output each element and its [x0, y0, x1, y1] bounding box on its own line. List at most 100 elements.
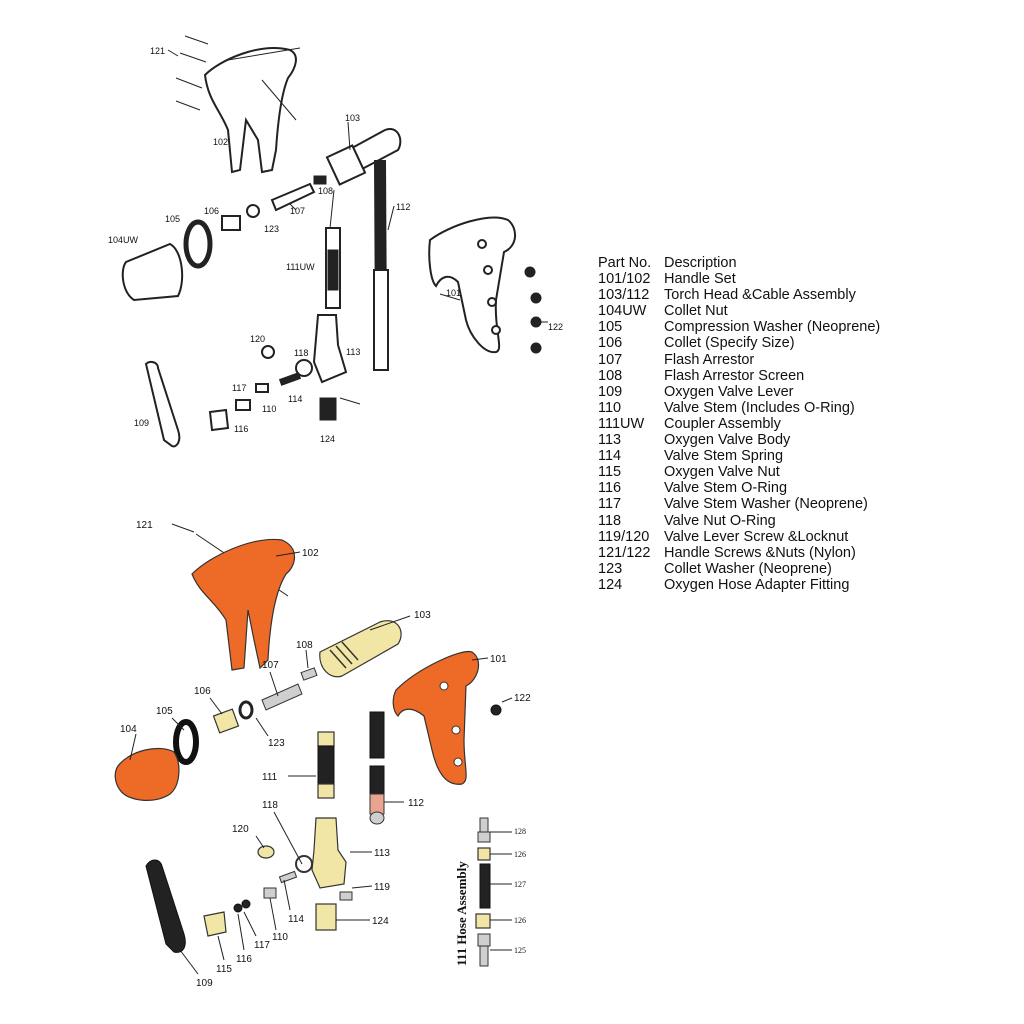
collet-106 [212, 708, 240, 734]
callout-103-top: 103 [345, 113, 360, 123]
callout-128: 128 [514, 827, 526, 836]
callout-102-top: 102 [213, 137, 228, 147]
part-description: Valve Lever Screw &Locknut [664, 528, 849, 545]
callout-121-top: 121 [150, 46, 165, 56]
parts-table-row: 109 Oxygen Valve Lever [598, 384, 998, 400]
callout-120: 120 [232, 824, 249, 835]
callout-118-top: 118 [294, 348, 308, 358]
callout-106-top: 106 [204, 206, 219, 216]
callout-104uw-top: 104UW [108, 235, 139, 245]
callout-114-top: 114 [288, 394, 302, 404]
hose-assembly-title: 111 Hose Assembly [454, 861, 469, 966]
handle-101-outline [428, 216, 516, 354]
part-number: 109 [598, 383, 623, 400]
part-number: 103/112 [598, 287, 650, 304]
callout-113: 113 [374, 848, 390, 859]
handle-nut-122 [490, 704, 502, 716]
part-description: Coupler Assembly [664, 415, 781, 432]
callout-121: 121 [136, 520, 153, 531]
handle-screws-121 [175, 35, 209, 111]
part-description: Valve Stem Washer (Neoprene) [664, 496, 868, 513]
callout-110-top: 110 [262, 404, 276, 414]
part-description: Valve Stem Spring [664, 448, 784, 465]
callout-126-lower: 126 [514, 916, 526, 925]
handle-101 [392, 650, 480, 785]
part-description: Collet Washer (Neoprene) [664, 560, 832, 577]
callout-112-top: 112 [396, 202, 410, 212]
part-description: Oxygen Hose Adapter Fitting [664, 576, 850, 593]
part-number: 115 [598, 464, 622, 481]
callout-114: 114 [288, 914, 304, 925]
callout-123-top: 123 [264, 224, 279, 234]
parts-table-row: 121/122 Handle Screws &Nuts (Nylon) [598, 545, 998, 561]
callout-117: 117 [254, 940, 270, 951]
callout-116: 116 [236, 954, 252, 965]
callout-106: 106 [194, 686, 211, 697]
callout-111: 111 [262, 772, 278, 783]
callout-101-top: 101 [446, 288, 461, 298]
part-number: 110 [598, 399, 622, 416]
callout-117-top: 117 [232, 383, 246, 393]
part-description: Flash Arrestor Screen [664, 367, 805, 384]
part-number: 101/102 [598, 271, 651, 288]
part-number: 111UW [598, 415, 645, 432]
valve-body-113 [312, 314, 348, 384]
callout-126-upper: 126 [514, 850, 526, 859]
collet-nut-104uw [121, 242, 184, 302]
part-description: Oxygen Valve Body [664, 432, 791, 449]
hose-adapter-124 [315, 903, 337, 931]
part-number: 118 [598, 512, 622, 529]
bottom-exploded-view: 121 102 103 108 107 101 106 122 105 123 … [114, 520, 531, 989]
callout-109-top: 109 [134, 418, 149, 428]
header-description: Description [664, 255, 737, 271]
hose-assembly-111: 111 Hose Assembly 128 126 127 126 125 [454, 817, 526, 967]
part-description: Collet (Specify Size) [664, 335, 795, 352]
top-exploded-view: 121 102 103 108 107 112 106 123 105 104U… [108, 35, 563, 448]
part-number: 121/122 [598, 544, 651, 561]
callout-110: 110 [272, 932, 288, 943]
part-number: 113 [598, 432, 622, 449]
handle-nuts-122 [524, 266, 542, 354]
part-number: 108 [598, 367, 623, 384]
part-number: 105 [598, 319, 623, 336]
part-description: Handle Screws &Nuts (Nylon) [664, 544, 856, 561]
part-description: Oxygen Valve Lever [664, 383, 794, 400]
parts-table-row: 111UW Coupler Assembly [598, 416, 998, 432]
callout-122-top: 122 [548, 322, 563, 332]
callout-103: 103 [414, 610, 431, 621]
oxygen-valve-lever-109 [144, 360, 181, 448]
oxygen-valve-lever-109 [145, 859, 186, 953]
callout-118: 118 [262, 800, 278, 811]
valve-body-113 [311, 817, 347, 889]
callout-101: 101 [490, 654, 507, 665]
callout-124-top: 124 [320, 434, 335, 444]
parts-table-row: 113 Oxygen Valve Body [598, 432, 998, 448]
callout-113-top: 113 [346, 347, 360, 357]
cable-112 [369, 711, 385, 759]
compression-washer-105 [183, 219, 213, 269]
callout-108-top: 108 [318, 186, 333, 196]
part-description: Valve Nut O-Ring [664, 512, 776, 529]
handle-102-outline [203, 47, 297, 174]
callout-116-top: 116 [234, 424, 248, 434]
callout-108: 108 [296, 640, 313, 651]
callout-107: 107 [262, 660, 279, 671]
part-number: 119/120 [598, 528, 650, 545]
callout-109: 109 [196, 978, 213, 989]
part-description: Collet Nut [664, 303, 728, 320]
callout-120-top: 120 [250, 334, 265, 344]
callout-115: 115 [216, 964, 232, 975]
part-description: Flash Arrestor [664, 351, 755, 368]
header-part-no: Part No. [598, 255, 652, 271]
part-description: Valve Stem O-Ring [664, 480, 788, 497]
collet-nut-104 [114, 747, 180, 801]
